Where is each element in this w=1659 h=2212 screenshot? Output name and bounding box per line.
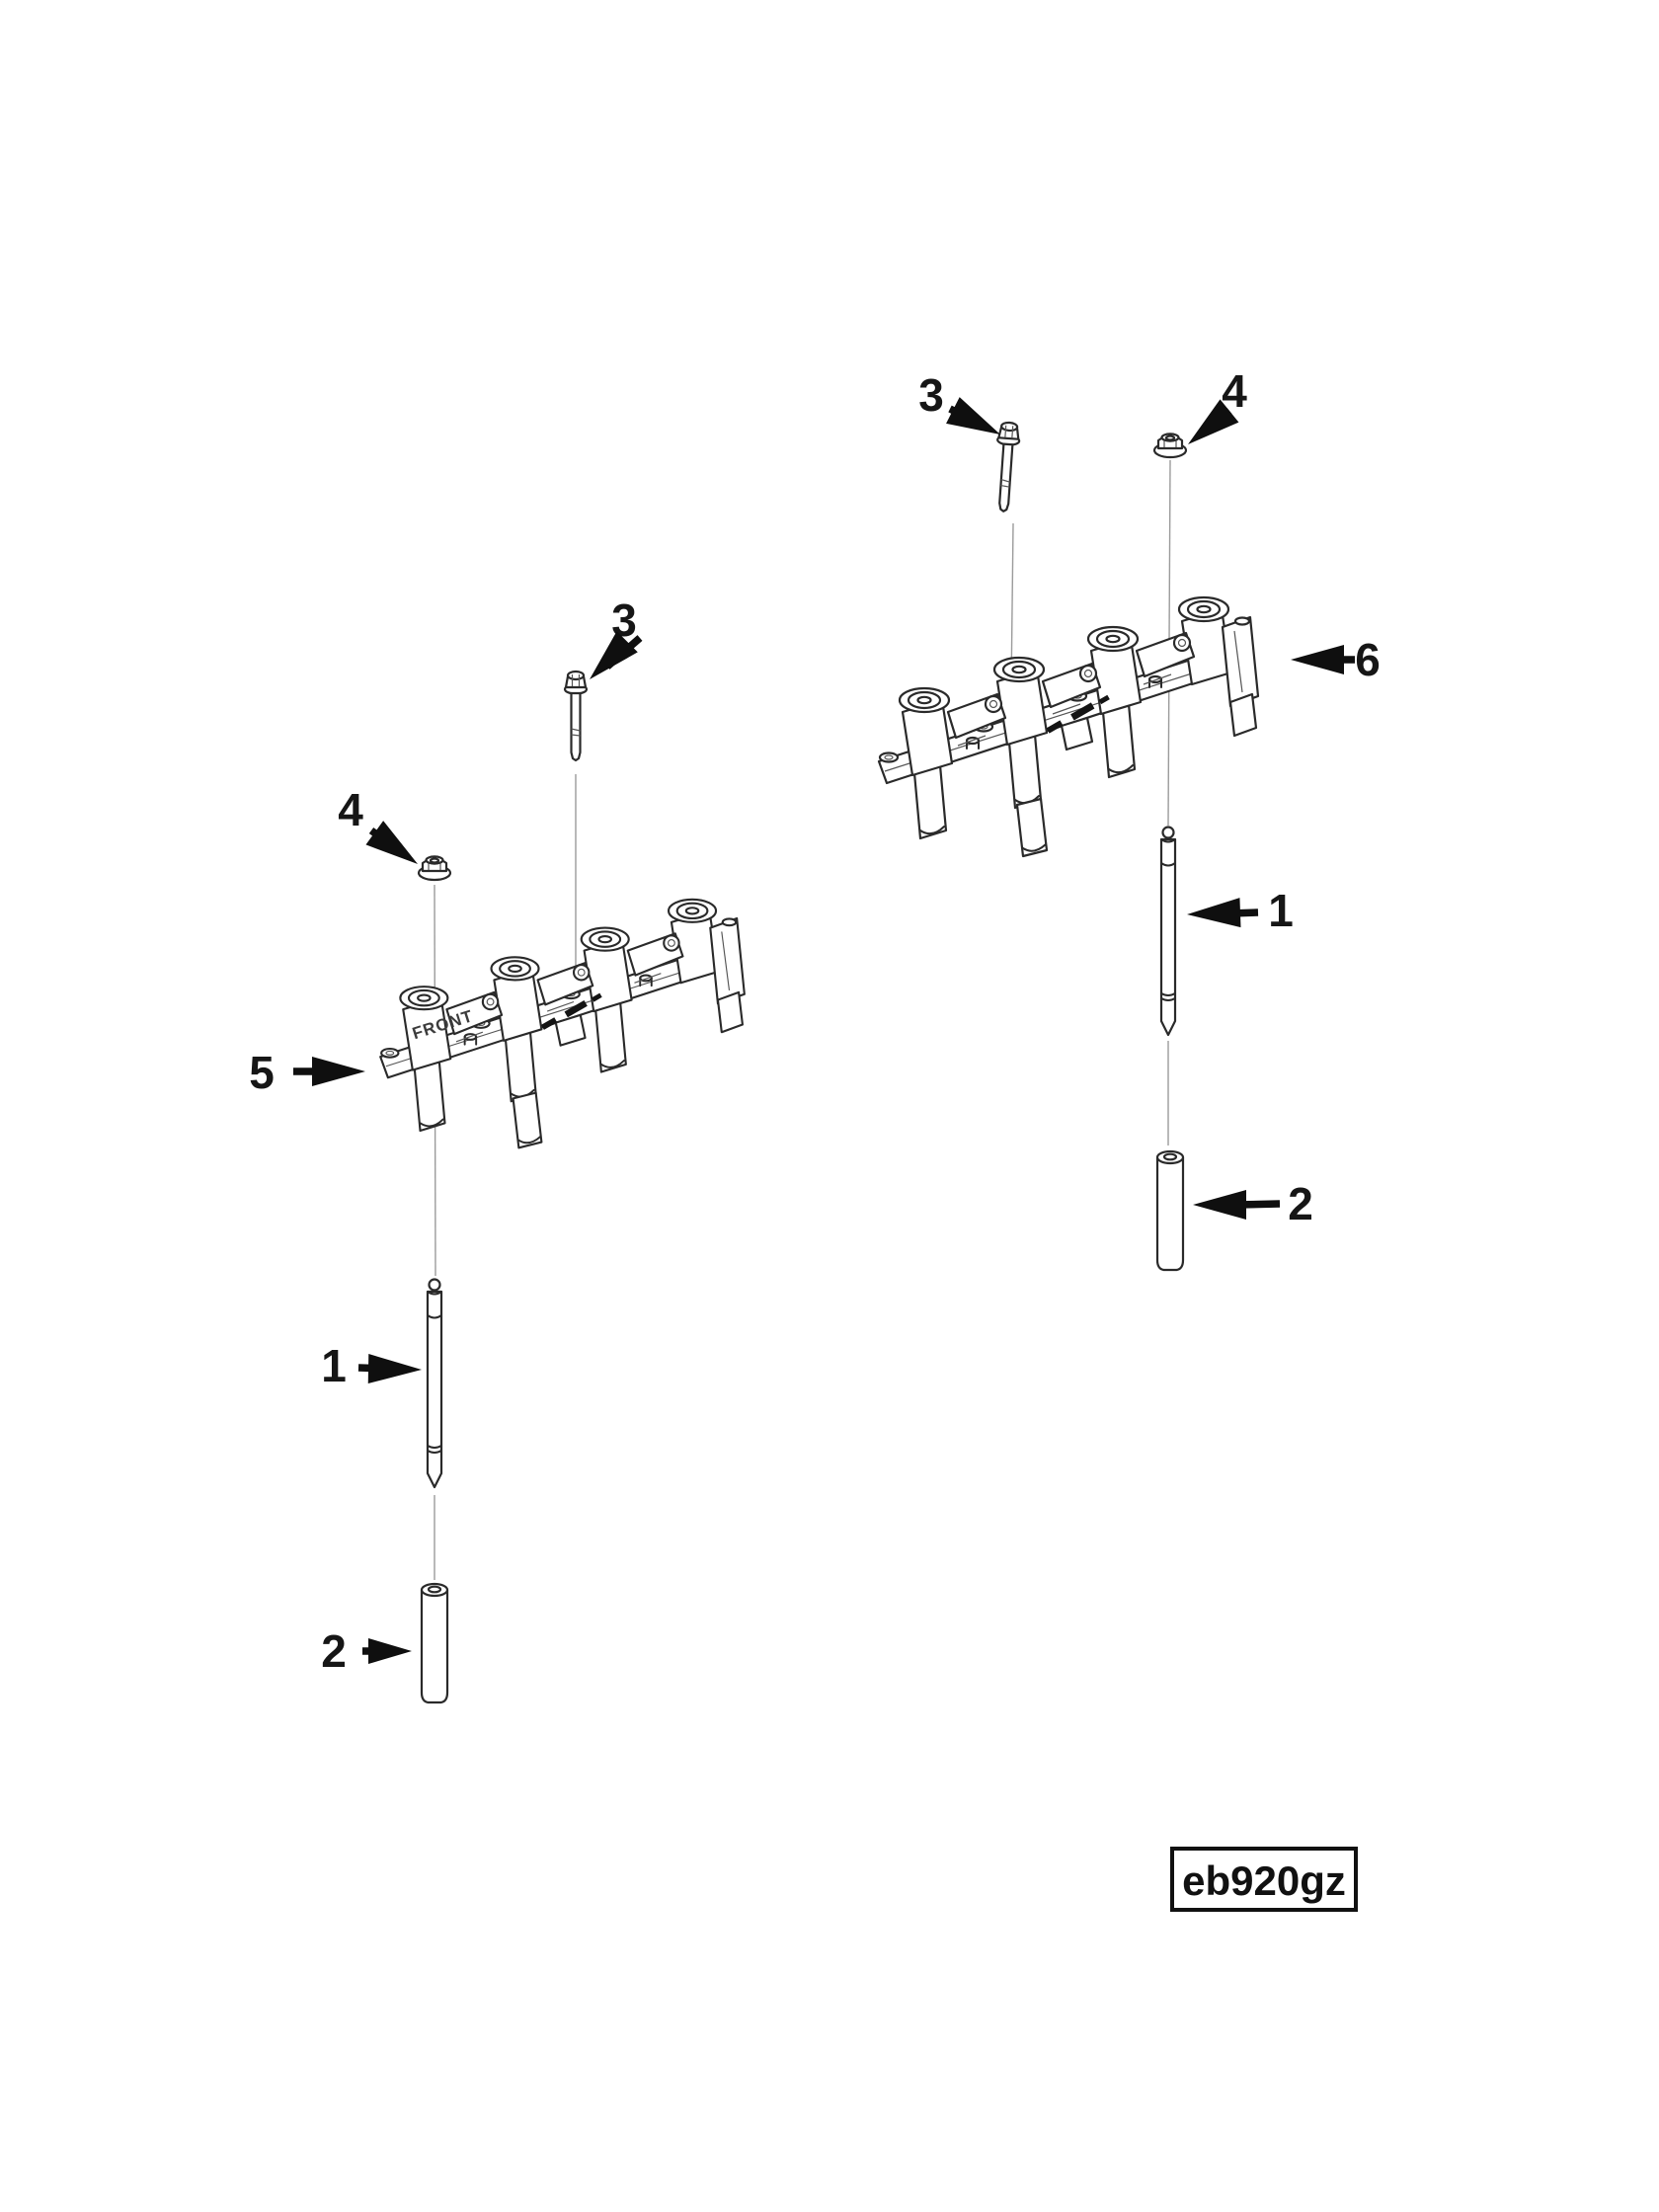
callout-5-left: 5 xyxy=(249,1047,365,1098)
callout-label: 2 xyxy=(1288,1178,1313,1229)
flange-nut-right xyxy=(1152,433,1188,459)
rocker-lever-assembly-right xyxy=(877,595,1260,858)
callout-arrowhead xyxy=(365,821,418,864)
figure-code: eb920gz xyxy=(1182,1857,1346,1904)
callout-label: 5 xyxy=(249,1047,275,1098)
callout-arrowhead xyxy=(1187,898,1241,928)
callout-arrowhead xyxy=(590,631,638,679)
callout-3-left: 3 xyxy=(590,594,643,679)
mounting-bolt-left xyxy=(563,670,589,762)
callout-arrowhead xyxy=(946,397,1000,434)
callout-arrowhead xyxy=(367,1354,422,1384)
flange-nut-left xyxy=(417,855,452,882)
callout-label: 3 xyxy=(918,369,944,421)
callout-label: 1 xyxy=(1268,885,1294,936)
callout-6-right: 6 xyxy=(1291,634,1381,685)
tappet-tube-right xyxy=(1155,1149,1185,1272)
callout-label: 1 xyxy=(321,1340,347,1391)
callout-arrowhead xyxy=(312,1057,365,1086)
figure-code-box: eb920gz xyxy=(1170,1847,1358,1912)
callout-label: 2 xyxy=(321,1625,347,1677)
callout-1-left: 1 xyxy=(321,1340,422,1391)
push-rod-right xyxy=(1159,826,1177,1037)
callout-4-right: 4 xyxy=(1188,365,1247,444)
callout-arrowhead xyxy=(1188,399,1239,444)
callout-arrowhead xyxy=(1193,1190,1246,1220)
callout-1-right: 1 xyxy=(1187,885,1294,936)
tappet-tube-left xyxy=(420,1582,449,1704)
callout-4-left: 4 xyxy=(338,784,418,864)
callout-2-right: 2 xyxy=(1193,1178,1313,1229)
push-rod-left xyxy=(426,1278,443,1489)
callout-arrowhead xyxy=(368,1638,412,1664)
callout-label: 4 xyxy=(338,784,363,835)
callout-arrowhead xyxy=(1291,645,1344,674)
callout-3-right: 3 xyxy=(918,369,1000,434)
callout-label: 6 xyxy=(1355,634,1381,685)
callout-2-left: 2 xyxy=(321,1625,412,1677)
mounting-bolt-right xyxy=(991,421,1022,514)
